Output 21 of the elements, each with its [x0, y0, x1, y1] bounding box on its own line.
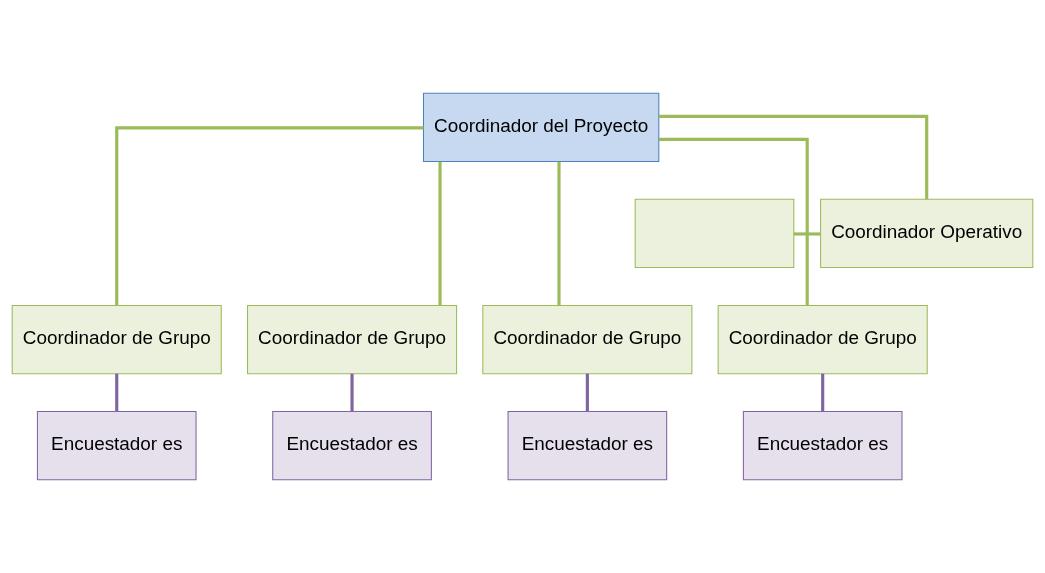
node-box: Encuestador es: [507, 411, 668, 481]
node-box: Encuestador es: [742, 411, 903, 481]
node-box: Coordinador del Proyecto: [422, 92, 660, 162]
node-box: Encuestador es: [36, 411, 197, 481]
connector: [115, 126, 424, 306]
node-box: Encuestador es: [272, 411, 432, 481]
node-box: Coordinador de Grupo: [717, 304, 928, 375]
connector: [438, 161, 442, 306]
connector: [658, 114, 929, 200]
node-box: [634, 198, 795, 269]
connector: [115, 373, 119, 412]
connector: [821, 373, 825, 412]
connector: [350, 373, 354, 412]
connector: [659, 137, 809, 306]
node-box: Coordinador Operativo: [820, 198, 1034, 269]
connector: [793, 232, 821, 236]
connector: [585, 373, 589, 412]
node-box: Coordinador de Grupo: [482, 304, 693, 375]
connector: [557, 161, 561, 306]
node-box: Coordinador de Grupo: [11, 304, 222, 375]
node-box: Coordinador de Grupo: [247, 304, 458, 375]
